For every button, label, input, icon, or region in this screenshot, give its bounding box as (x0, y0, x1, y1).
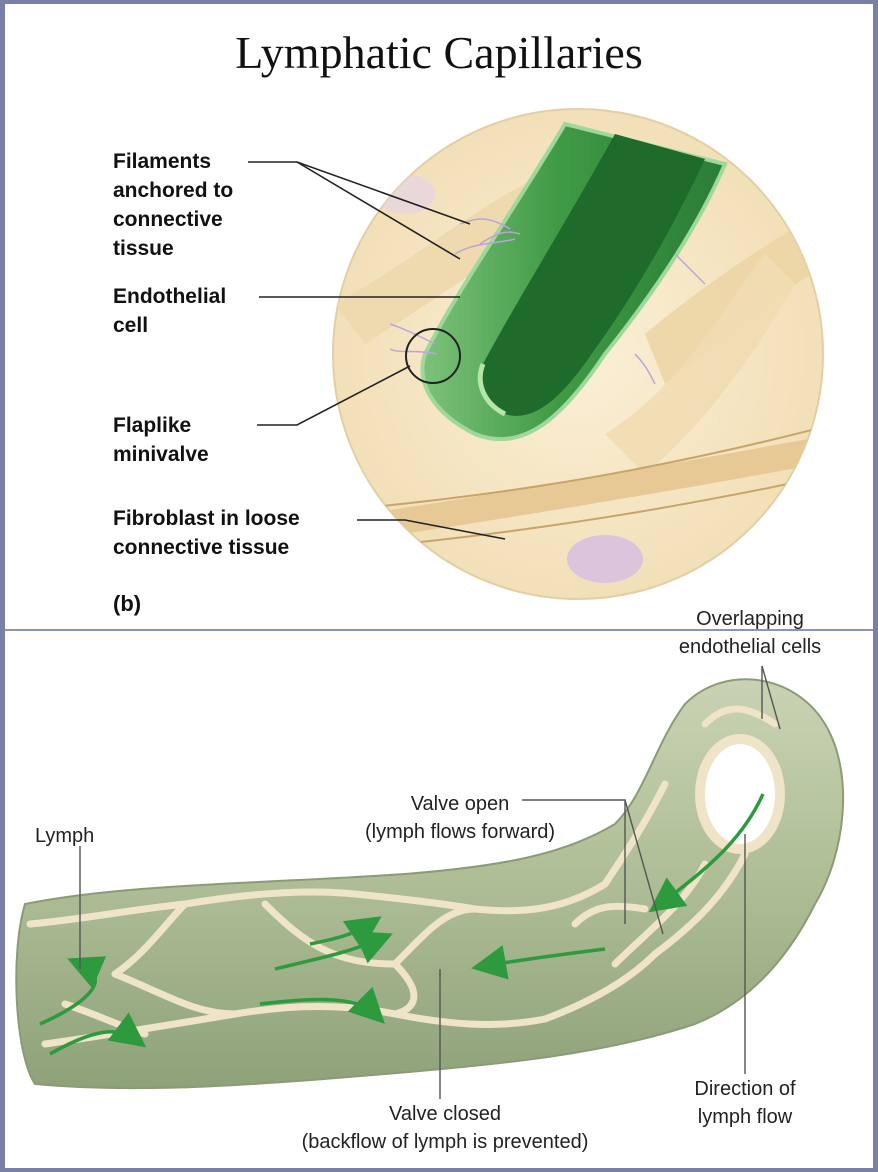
valve-closed-label: Valve closed (backflow of lymph is preve… (301, 1103, 589, 1153)
direction-of-flow-label: Direction of lymph flow (694, 1078, 796, 1128)
minivalve-highlight-circle (405, 328, 461, 384)
panel-divider (5, 629, 873, 631)
overlapping-cells-label: Overlapping endothelial cells (678, 608, 822, 658)
flow-arrows (39, 793, 765, 1056)
magnified-circle (332, 108, 824, 600)
vessel-opening (695, 734, 785, 854)
minivalve-label: Flaplike minivalve (113, 414, 209, 466)
filaments-label: Filaments anchored to connective tissue (113, 150, 234, 260)
panel-a-leader-lines (79, 665, 781, 1099)
lymph-label: Lymph (35, 825, 95, 847)
fibroblast-nucleus (567, 535, 643, 583)
page: Lymphatic Capillaries (5, 4, 873, 1168)
panel-b-leader-lines (248, 161, 506, 540)
fibroblast-label: Fibroblast in loose connective tissue (113, 507, 300, 559)
page-title: Lymphatic Capillaries (235, 27, 643, 78)
lymphatic-vessel-illustration (15, 665, 845, 1099)
valve-open-label: Valve open (lymph flows forward) (364, 793, 556, 843)
vessel-body (15, 678, 845, 1090)
panel-b-letter: (b) (113, 591, 142, 616)
endothelial-cell-label: Endothelial cell (113, 285, 227, 337)
capillary-closeup-illustration (248, 108, 824, 600)
